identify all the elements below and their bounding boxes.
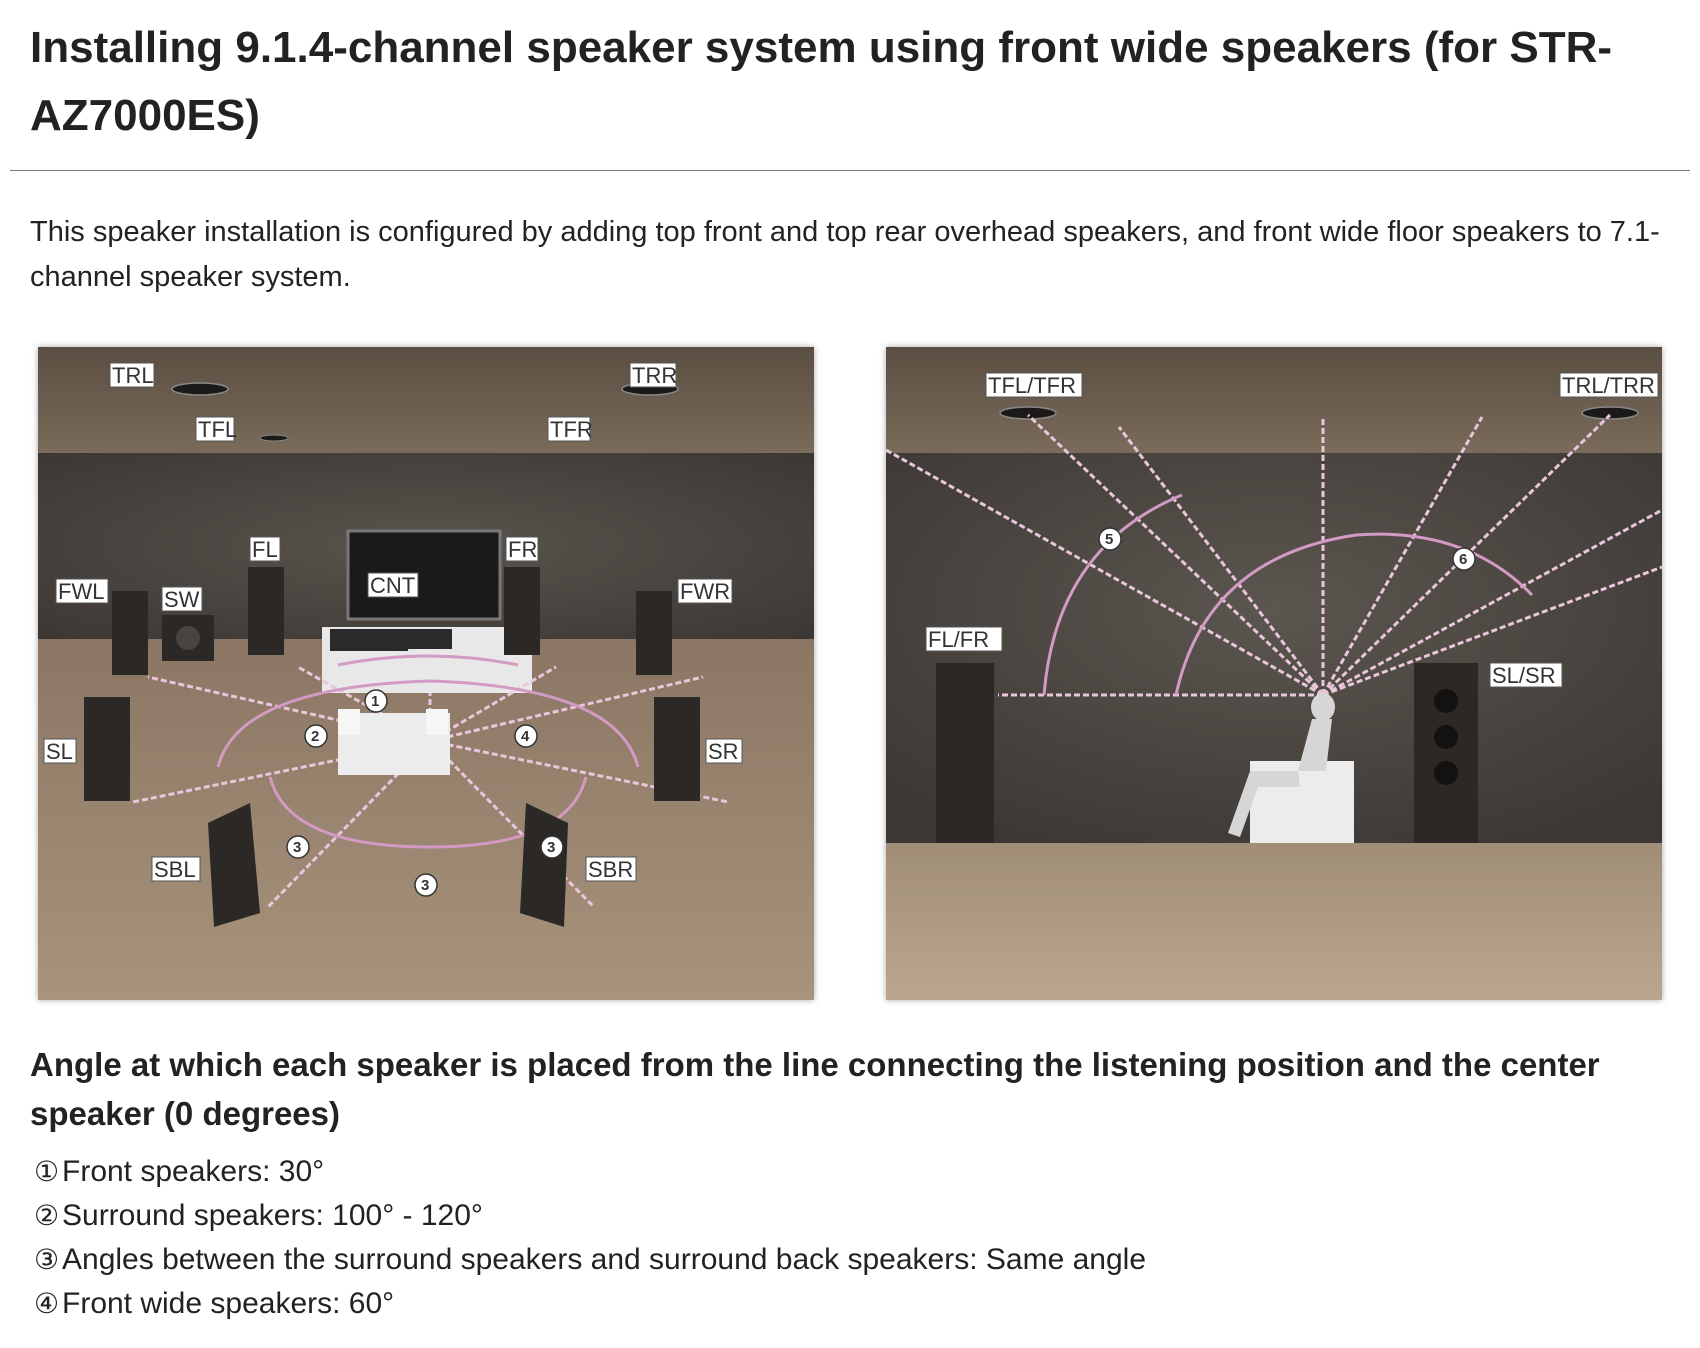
speaker-sbr [520,803,568,927]
speaker-tfl [259,434,289,442]
angle-item-front: ①Front speakers: 30° [34,1150,1146,1194]
angle-text-surround-back: Angles between the surround speakers and… [62,1243,1146,1276]
marker-3-label: 3 [421,877,429,894]
marker-3-label: 3 [293,839,301,856]
label-sl: SL [46,739,73,764]
speaker-tfl-tfr [999,406,1057,420]
marker-1-label: 1 [371,693,379,710]
angle-markers: 5 6 [1098,527,1476,571]
listener-figure [1228,693,1335,837]
angle-item-surround: ②Surround speakers: 100° - 120° [34,1194,1146,1238]
label-fwl: FWL [58,579,104,604]
label-trl: TRL [112,363,154,388]
label-fl: FL [252,537,278,562]
angle-section-heading: Angle at which each speaker is placed fr… [30,1046,1600,1132]
angle-arcs [1042,493,1534,696]
speaker-trl-trr [1581,406,1639,420]
floor [886,843,1662,1000]
speaker-sbl [208,803,260,927]
angle-text-surround: Surround speakers: 100° - 120° [62,1199,483,1232]
speaker-fwl [112,591,148,675]
label-sbl: SBL [154,857,196,882]
label-trl-trr: TRL/TRR [1562,373,1655,398]
speaker-layout-side-view-diagram: TFL/TFR TRL/TRR FL/FR SL/SR 5 6 [886,347,1662,1000]
angle-marker-4: ④ [34,1288,60,1319]
angle-list: ①Front speakers: 30° ②Surround speakers:… [34,1150,1146,1326]
page-title: Installing 9.1.4-channel speaker system … [30,23,1613,140]
speaker-fl-fr [936,663,994,843]
label-tfr: TFR [550,417,593,442]
speaker-fr [504,567,540,655]
angle-marker-3: ③ [34,1244,60,1275]
speaker-fl [248,567,284,655]
speaker-trl [171,382,229,396]
floor [38,639,814,1000]
label-trr: TRR [632,363,677,388]
ceiling [38,347,814,453]
label-tfl-tfr: TFL/TFR [988,373,1076,398]
label-fl-fr: FL/FR [928,627,989,652]
label-sbr: SBR [588,857,633,882]
angle-marker-1: ① [34,1156,60,1187]
ceiling [886,347,1662,453]
angle-text-front: Front speakers: 30° [62,1155,325,1188]
label-sr: SR [708,739,739,764]
angle-arcs [216,654,640,849]
speaker-labels: TFL/TFR TRL/TRR FL/FR SL/SR [925,372,1659,688]
title-divider [10,170,1690,171]
speaker-layout-perspective-diagram: TRL TRR TFL TFR FL FR CNT FWL FWR SW SL … [38,347,814,1000]
angle-marker-2: ② [34,1200,60,1231]
marker-5-label: 5 [1105,531,1113,548]
label-tfl: TFL [198,417,237,442]
guide-lines [886,413,1662,697]
marker-2-label: 2 [311,728,319,745]
intro-paragraph: This speaker installation is configured … [30,216,1660,293]
speaker-sl [84,697,130,801]
label-cnt: CNT [370,573,415,598]
label-fr: FR [508,537,537,562]
av-receiver [330,629,408,651]
label-sw: SW [164,587,200,612]
speaker-labels: TRL TRR TFL TFR FL FR CNT FWL FWR SW SL … [43,362,743,882]
label-sl-sr: SL/SR [1492,663,1556,688]
speaker-fwr [636,591,672,675]
marker-4-label: 4 [521,728,530,745]
label-fwr: FWR [680,579,730,604]
angle-item-front-wide: ④Front wide speakers: 60° [34,1282,1146,1326]
angle-text-front-wide: Front wide speakers: 60° [62,1287,395,1320]
center-speaker [406,629,452,649]
speaker-sr [654,697,700,801]
marker-3-label: 3 [547,839,555,856]
angle-item-surround-back: ③Angles between the surround speakers an… [34,1238,1146,1282]
angle-markers: 1 2 4 3 3 3 [286,689,564,897]
marker-6-label: 6 [1459,551,1467,568]
